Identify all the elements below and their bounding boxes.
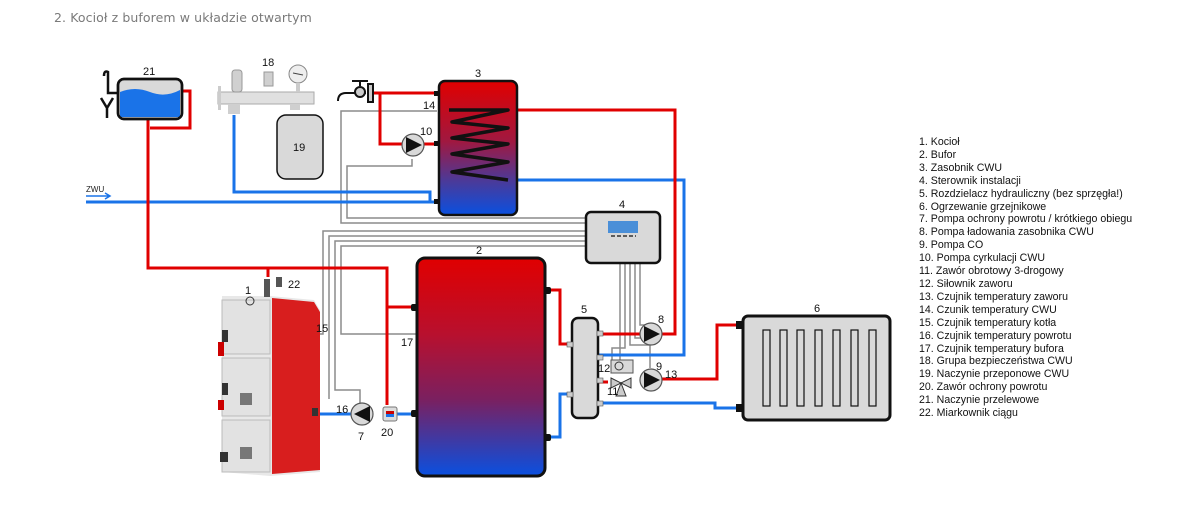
- label-zwu: ZWU: [86, 185, 104, 194]
- hot-pipes: [146, 89, 738, 405]
- legend-item: 17. Czujnik temperatury bufora: [919, 342, 1064, 355]
- overflow-vessel: 21: [99, 66, 184, 121]
- controller: 4: [584, 199, 662, 265]
- three-way-valve: 12 11: [598, 359, 634, 398]
- legend-item: 10. Pompa cyrkulacji CWU: [919, 252, 1045, 265]
- label-22: 22: [288, 279, 300, 291]
- label-9: 9: [656, 361, 662, 373]
- legend-item: 11. Zawór obrotowy 3-drogowy: [919, 265, 1064, 278]
- label-16: 16: [336, 404, 348, 416]
- label-12: 12: [598, 363, 610, 375]
- label-10: 10: [420, 126, 432, 138]
- label-19: 19: [293, 142, 305, 154]
- label-6: 6: [814, 303, 820, 315]
- diagram-caption: 2. Kocioł z buforem w układzie otwartym: [54, 10, 312, 25]
- legend-item: 12. Siłownik zaworu: [919, 277, 1013, 290]
- legend-item: 14. Czunik temperatury CWU: [919, 303, 1057, 316]
- label-8: 8: [658, 314, 664, 326]
- legend-item: 2. Bufor: [919, 148, 957, 161]
- label-20: 20: [381, 427, 393, 439]
- safety-group: 18: [217, 57, 315, 114]
- label-13: 13: [665, 369, 677, 381]
- inlet-arrow-icon: [86, 192, 112, 200]
- boiler: 1 22 15: [218, 277, 328, 476]
- legend-item: 6. Ogrzewanie grzejnikowe: [919, 200, 1047, 213]
- dhw-tank: 3 14: [423, 68, 519, 217]
- expansion-vessel-dhw: 19: [276, 114, 324, 180]
- legend-item: 16. Czujnik temperatury powrotu: [919, 329, 1072, 342]
- return-protection-valve: 20: [381, 406, 398, 439]
- label-1: 1: [245, 285, 251, 297]
- pump-central-heating: 9 13: [639, 361, 677, 392]
- legend-item: 22. Miarkownik ciągu: [919, 407, 1018, 420]
- label-3: 3: [475, 68, 481, 80]
- legend-item: 5. Rozdzielacz hydrauliczny (bez sprzęgł…: [919, 187, 1123, 200]
- label-14: 14: [423, 100, 435, 112]
- label-15: 15: [316, 323, 328, 335]
- label-2: 2: [476, 245, 482, 257]
- pump-circulation: 10: [401, 126, 432, 157]
- legend-item: 4. Sterownik instalacji: [919, 174, 1021, 187]
- legend-item: 13. Czujnik temperatury zaworu: [919, 290, 1068, 303]
- legend-item: 18. Grupa bezpieczeństwa CWU: [919, 355, 1073, 368]
- buffer-tank: 2 17: [401, 245, 551, 478]
- pump-dhw-loading: 8: [639, 314, 664, 346]
- legend-item: 15. Czujnik temperatury kotła: [919, 316, 1057, 329]
- legend-item: 8. Pompa ładowania zasobnika CWU: [919, 226, 1094, 239]
- label-21: 21: [143, 66, 155, 78]
- pump-return-protection: 7 16: [336, 402, 374, 443]
- label-5: 5: [581, 304, 587, 316]
- hydraulic-distributor: 5: [566, 304, 604, 420]
- label-7: 7: [358, 431, 364, 443]
- legend-item: 7. Pompa ochrony powrotu / krótkiego obi…: [919, 213, 1133, 226]
- legend-item: 1. Kocioł: [919, 136, 960, 148]
- tap-icon: [337, 80, 374, 103]
- legend-item: 21. Naczynie przelewowe: [919, 394, 1040, 407]
- label-11: 11: [607, 386, 618, 398]
- legend-item: 3. Zasobnik CWU: [919, 161, 1003, 174]
- label-17: 17: [401, 337, 413, 349]
- label-4: 4: [619, 199, 625, 211]
- radiator: 6: [736, 303, 892, 422]
- legend-item: 20. Zawór ochrony powrotu: [919, 381, 1048, 394]
- label-18: 18: [262, 57, 274, 69]
- legend-item: 9. Pompa CO: [919, 239, 984, 252]
- legend-item: 19. Naczynie przeponowe CWU: [919, 368, 1070, 381]
